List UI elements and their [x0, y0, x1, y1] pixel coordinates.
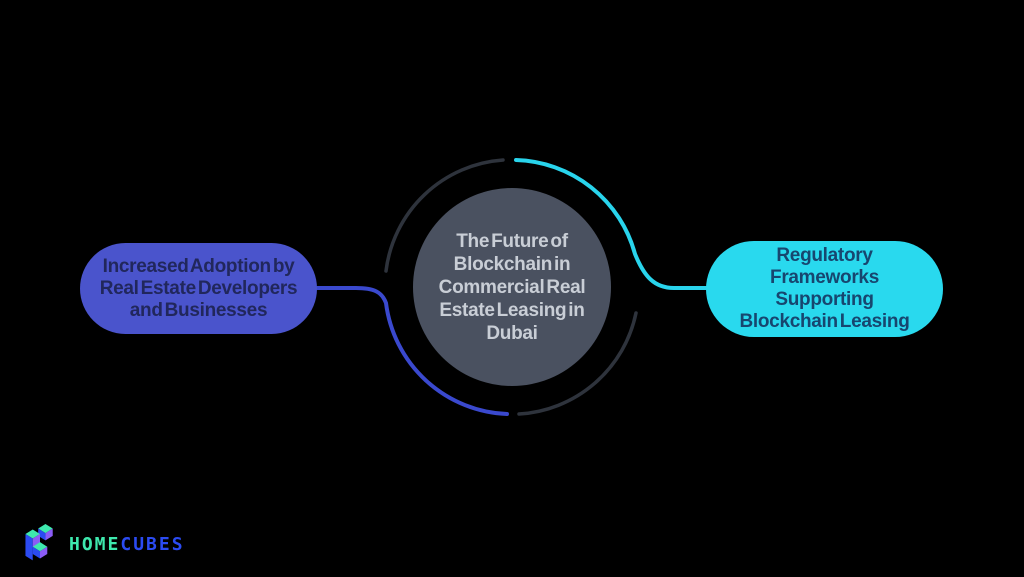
ring-arc-top-left — [384, 158, 505, 273]
right-branch-connector — [514, 158, 708, 290]
left-branch-connector — [315, 286, 509, 416]
branch-node-regulatory-frameworks[interactable]: Regulatory Frameworks Supporting Blockch… — [706, 241, 943, 337]
center-node-label: The Future of Blockchain in Commercial R… — [438, 230, 586, 344]
branch-node-label: Increased Adoption by Real Estate Develo… — [99, 255, 298, 321]
brand-word-home: HOME — [69, 533, 121, 555]
homecubes-cube-icon — [25, 524, 53, 561]
brand-word-cubes: CUBES — [120, 533, 185, 555]
branch-node-increased-adoption[interactable]: Increased Adoption by Real Estate Develo… — [80, 243, 317, 334]
center-node[interactable]: The Future of Blockchain in Commercial R… — [413, 188, 611, 386]
branch-node-label: Regulatory Frameworks Supporting Blockch… — [739, 245, 910, 332]
brand-logo: HOMECUBES — [20, 521, 185, 567]
brand-wordmark: HOMECUBES — [69, 534, 185, 555]
ring-arc-bottom-right — [517, 311, 638, 416]
